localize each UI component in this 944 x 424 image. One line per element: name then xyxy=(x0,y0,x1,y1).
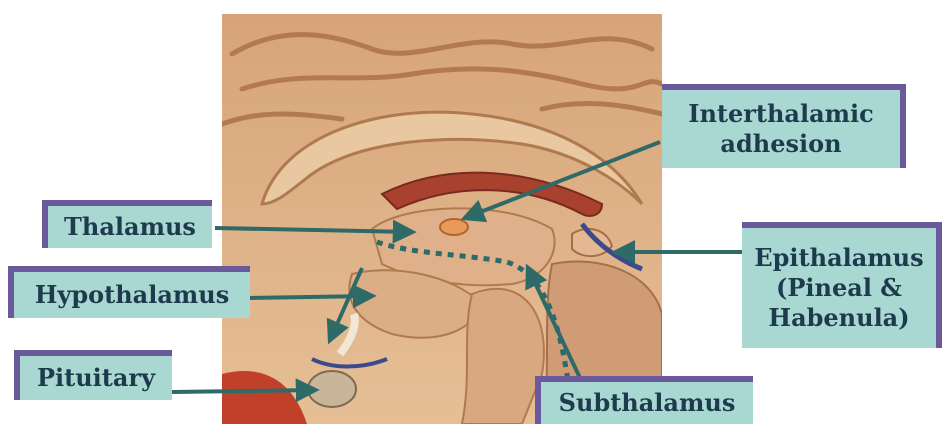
label-epithalamus: Epithalamus (Pineal & Habenula) xyxy=(742,222,942,348)
label-hypothalamus: Hypothalamus xyxy=(8,266,250,318)
label-hypothalamus-text: Hypothalamus xyxy=(35,280,230,310)
arrow-interthalamic xyxy=(465,142,660,218)
arrow-thalamus xyxy=(215,228,412,232)
label-thalamus-text: Thalamus xyxy=(64,212,196,242)
label-thalamus: Thalamus xyxy=(42,200,212,248)
label-pituitary-text: Pituitary xyxy=(37,363,155,393)
label-interthalamic-text: Interthalamic adhesion xyxy=(688,99,874,159)
label-pituitary: Pituitary xyxy=(14,350,172,400)
arrow-stalk xyxy=(330,268,362,340)
arrow-subthalamus xyxy=(528,268,580,378)
arrow-hypothalamus xyxy=(250,296,372,298)
label-epithalamus-text: Epithalamus (Pineal & Habenula) xyxy=(754,243,923,333)
label-interthalamic-adhesion: Interthalamic adhesion xyxy=(662,84,906,168)
label-subthalamus-text: Subthalamus xyxy=(559,388,736,418)
label-subthalamus: Subthalamus xyxy=(535,376,753,424)
arrow-pituitary xyxy=(172,390,315,392)
